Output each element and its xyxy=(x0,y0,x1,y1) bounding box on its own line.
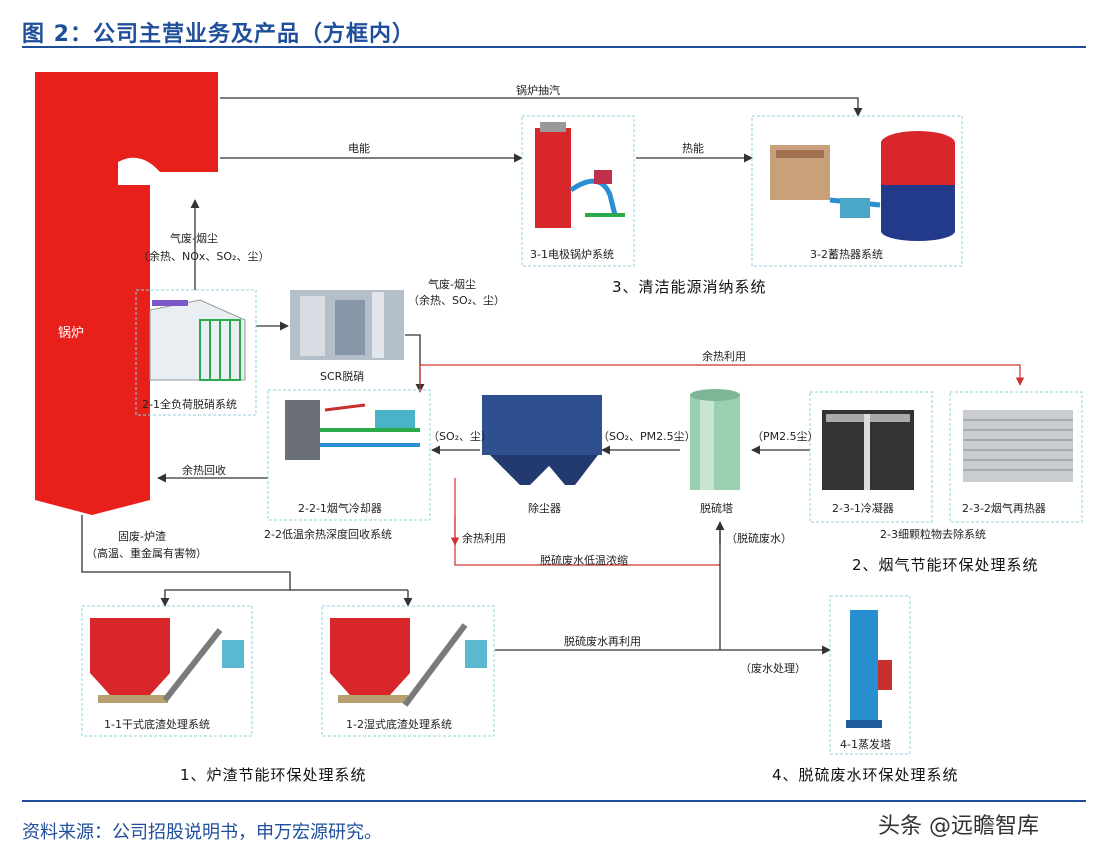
frame-41 xyxy=(829,595,911,755)
label-waste-heat-recovery: 余热回收 xyxy=(182,464,226,477)
label-c41: 4-1蒸发塔 xyxy=(840,738,891,751)
label-pm25: （PM2.5尘） xyxy=(752,430,819,443)
label-gas-waste-2: 气废-烟尘 xyxy=(428,278,476,291)
title-rule xyxy=(22,46,1086,48)
label-dust-collector: 除尘器 xyxy=(528,502,561,515)
label-system-3: 3、清洁能源消纳系统 xyxy=(612,278,767,296)
frame-231 xyxy=(809,391,933,523)
frame-12 xyxy=(321,605,495,737)
label-c21: 2-1全负荷脱硝系统 xyxy=(142,398,237,411)
label-system-1: 1、炉渣节能环保处理系统 xyxy=(180,766,367,784)
reheater-illustration xyxy=(963,410,1073,482)
frame-22 xyxy=(267,389,431,521)
frame-31 xyxy=(521,115,635,267)
cooler-illustration xyxy=(285,400,420,460)
accumulator-illustration xyxy=(770,131,955,241)
label-c12: 1-2湿式底渣处理系统 xyxy=(346,718,452,731)
label-c23: 2-3细颗粒物去除系统 xyxy=(880,528,986,541)
scr-illustration xyxy=(290,290,404,360)
label-heat: 热能 xyxy=(682,142,704,155)
boiler-shape xyxy=(35,72,218,515)
frame-11 xyxy=(81,605,253,737)
label-gas-waste-2-detail: （余热、SO₂、尘） xyxy=(408,294,506,307)
label-electric: 电能 xyxy=(348,142,370,155)
label-c231: 2-3-1冷凝器 xyxy=(832,502,894,515)
label-gas-waste-1-detail: （余热、NOx、SO₂、尘） xyxy=(138,250,270,263)
denitration-illustration xyxy=(149,299,246,381)
dry-slag-illustration xyxy=(90,618,244,703)
flow-waste-heat-mid-line xyxy=(454,478,720,566)
dust-collector-illustration xyxy=(482,395,602,485)
label-c11: 1-1干式底渣处理系统 xyxy=(104,718,210,731)
label-boiler-steam: 锅炉抽汽 xyxy=(516,84,560,97)
frame-21 xyxy=(135,289,257,416)
label-c31: 3-1电极锅炉系统 xyxy=(530,248,614,261)
label-gas-waste-1: 气废-烟尘 xyxy=(170,232,218,245)
label-c22: 2-2低温余热深度回收系统 xyxy=(264,528,392,541)
frame-232 xyxy=(949,391,1083,523)
label-so2-dust: （SO₂、尘） xyxy=(428,430,493,443)
label-waste-heat-mid: 余热利用 xyxy=(462,532,506,545)
label-desulf-reuse: 脱硫废水再利用 xyxy=(564,635,641,648)
label-so2-pm25: （SO₂、PM2.5尘） xyxy=(598,430,696,443)
label-solid-waste-detail: （高温、重金属有害物） xyxy=(86,547,207,560)
page-title: 图 2：公司主营业务及产品（方框内） xyxy=(22,22,415,47)
label-desulf-low-temp: 脱硫废水低温浓缩 xyxy=(540,554,628,567)
label-c221: 2-2-1烟气冷却器 xyxy=(298,502,382,515)
label-waste-water-treatment: （废水处理） xyxy=(740,662,806,675)
flow-waste-heat-top-line xyxy=(419,364,1025,392)
label-scr: SCR脱硝 xyxy=(320,370,365,383)
footer-rule xyxy=(22,800,1086,802)
desulf-tower-illustration xyxy=(690,389,740,490)
flow-steam-line xyxy=(220,97,863,117)
label-desulf-tower: 脱硫塔 xyxy=(700,502,733,515)
evaporation-tower-illustration xyxy=(846,610,892,728)
watermark: 头条 @远瞻智库 xyxy=(878,814,1039,839)
label-desulf-waste-water: （脱硫废水） xyxy=(726,532,792,545)
electrode-boiler-illustration xyxy=(535,122,625,228)
frame-32 xyxy=(751,115,963,267)
label-solid-waste: 固废-炉渣 xyxy=(118,530,166,543)
label-waste-heat-top: 余热利用 xyxy=(702,350,746,363)
source-note: 资料来源：公司招股说明书，申万宏源研究。 xyxy=(22,822,382,843)
condenser-illustration xyxy=(822,410,914,490)
flow-solid-waste-line xyxy=(81,515,291,607)
label-c32: 3-2蓄热器系统 xyxy=(810,248,883,261)
wet-slag-illustration xyxy=(330,618,487,707)
label-system-2: 2、烟气节能环保处理系统 xyxy=(852,556,1039,574)
label-c232: 2-3-2烟气再热器 xyxy=(962,502,1046,515)
label-system-4: 4、脱硫废水环保处理系统 xyxy=(772,766,959,784)
flow-scr-cooler-line xyxy=(405,334,425,393)
boiler-label: 锅炉 xyxy=(58,326,85,341)
